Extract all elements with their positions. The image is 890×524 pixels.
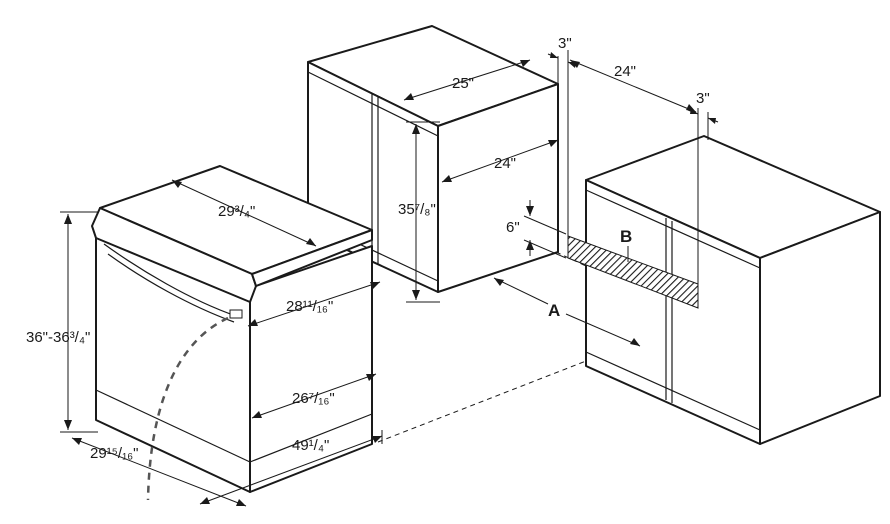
dimension-lines [60,50,719,507]
label-side-clearance-right: 3" [696,90,710,107]
label-dishwasher-top-depth: 29³/₄" [218,203,255,220]
label-hole-height: 6" [506,219,520,236]
plumbing-hole-zone-b [567,235,699,309]
label-b: B [620,227,632,246]
door-handle [229,309,243,319]
label-dishwasher-width: 29¹⁵/₁₆" [90,445,139,462]
label-cabinet-depth: 24" [494,155,516,172]
label-cabinet-height: 35⁷/₈" [398,201,436,218]
label-body-depth: 26⁷/₁₆" [292,390,335,407]
label-opening-depth: 24" [614,63,636,80]
dishwasher [91,165,373,501]
label-side-clearance-left: 3" [558,35,572,52]
label-dishwasher-height: 36"-36³/₄" [26,329,90,346]
adjacent-cabinet-side [759,211,881,445]
label-door-open-depth: 28¹¹/₁₆" [286,298,333,315]
label-a: A [548,301,560,320]
label-cabinet-width: 25" [452,75,474,92]
adjacent-cabinet [567,135,881,445]
label-total-open-depth: 49¹/₄" [292,437,329,454]
dishwasher-side [249,245,373,493]
base-cabinet [307,25,559,293]
door-swing-arc [146,316,229,501]
